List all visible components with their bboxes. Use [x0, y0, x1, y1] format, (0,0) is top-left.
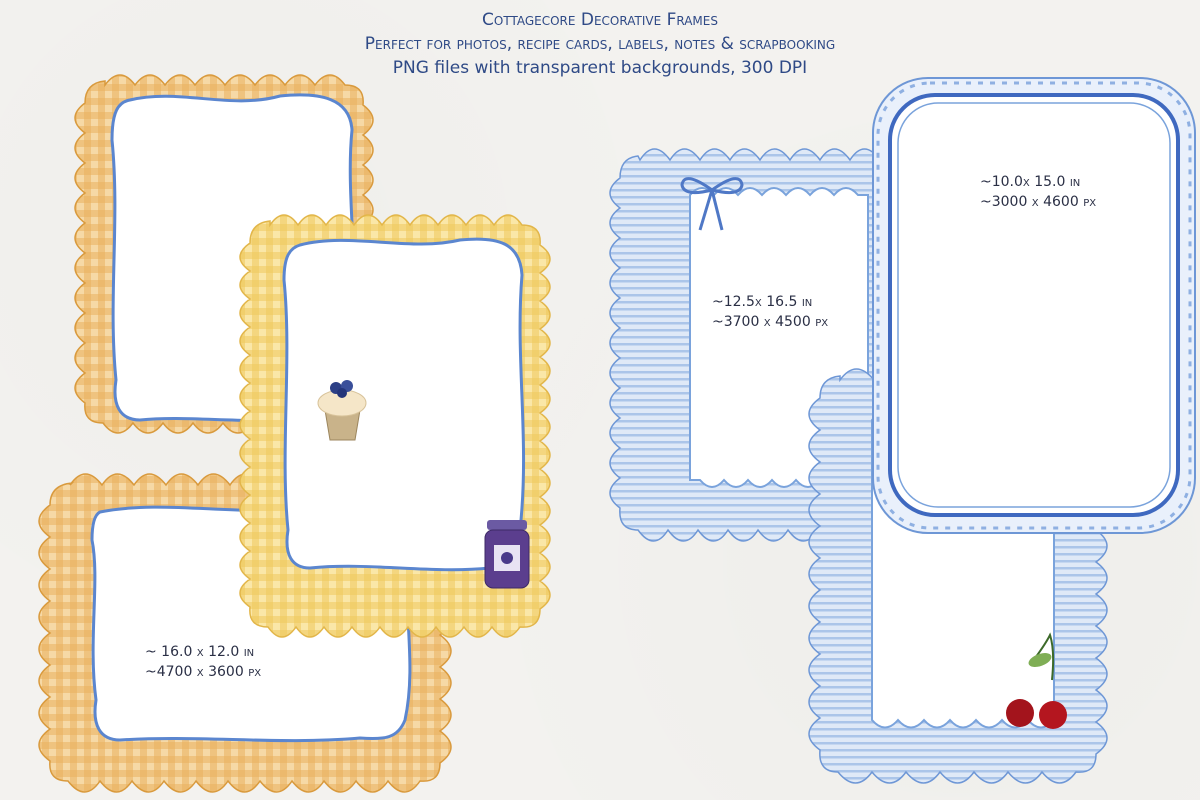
cupcake-illustration	[317, 380, 367, 441]
landscape-frame-size-label: ~ 16.0 x 12.0 in ~4700 x 3600 px	[145, 642, 261, 682]
format-line: PNG files with transparent backgrounds, …	[392, 58, 808, 78]
eyelet-frame-size-inches: ~10.0x 15.0 in	[980, 174, 1081, 190]
eyelet-frame-size-label: ~10.0x 15.0 in ~3000 x 4600 px	[980, 172, 1096, 212]
blue-eyelet-frame	[872, 77, 1196, 534]
landscape-frame-size-inches: ~ 16.0 x 12.0 in	[145, 644, 255, 660]
page-subtitle: Perfect for photos, recipe cards, labels…	[364, 34, 836, 54]
jam-jar-illustration	[484, 520, 530, 589]
cherries-illustration	[1006, 632, 1067, 729]
yellow-portrait-frame	[239, 214, 551, 638]
page-title: Cottagecore Decorative Frames	[482, 10, 718, 30]
bow-frame-size-label: ~12.5x 16.5 in ~3700 x 4500 px	[712, 292, 828, 332]
header-block: Cottagecore Decorative Frames Perfect fo…	[0, 8, 1200, 80]
bow-frame-size-inches: ~12.5x 16.5 in	[712, 294, 813, 310]
eyelet-frame-size-pixels: ~3000 x 4600 px	[980, 194, 1097, 210]
landscape-frame-size-pixels: ~4700 x 3600 px	[145, 664, 262, 680]
bow-frame-size-pixels: ~3700 x 4500 px	[712, 314, 829, 330]
